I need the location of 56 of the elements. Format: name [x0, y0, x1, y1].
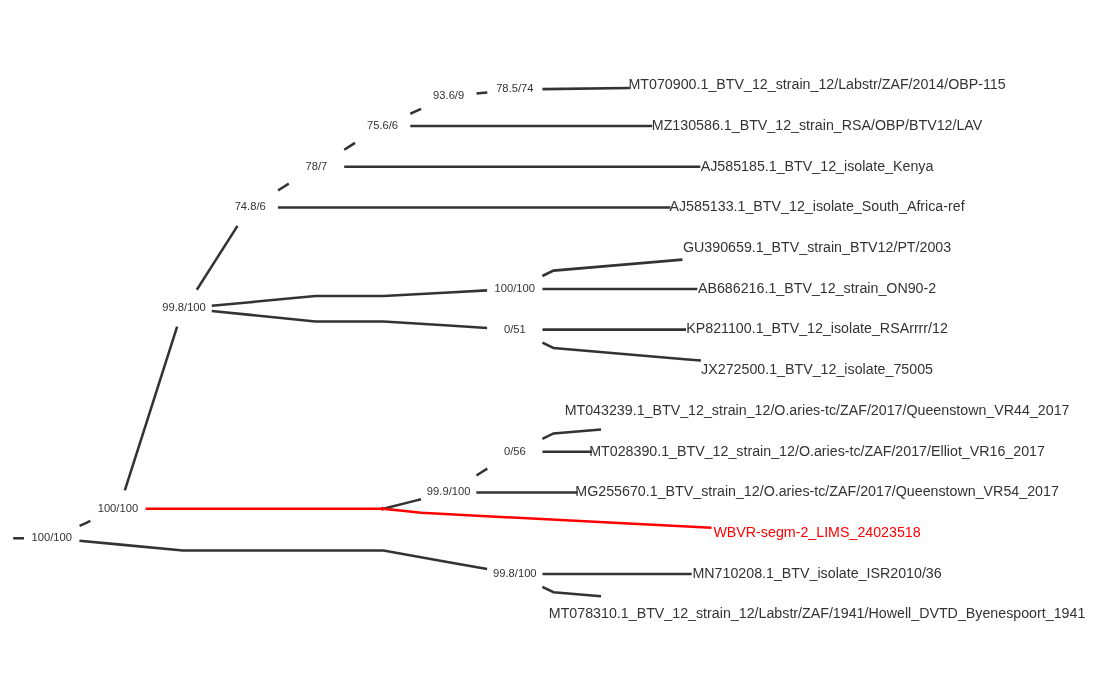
node-text: 100/100 — [494, 281, 536, 294]
node-text: WBVR-segm-2_LIMS_24023518 — [713, 523, 921, 540]
connector — [410, 124, 653, 128]
connector — [383, 498, 422, 510]
node-text: KP821100.1_BTV_12_isolate_RSArrrr/12 — [686, 320, 948, 337]
connector — [541, 341, 701, 362]
node-text: MT028390.1_BTV_12_strain_12/O.aries-tc/ZAF/2017/Elliot_VR16_2017 — [589, 442, 1045, 459]
node-text: 78/7 — [305, 159, 328, 172]
node-text: MN710208.1_BTV_isolate_ISR2010/36 — [692, 564, 942, 581]
node-text: 100/100 — [97, 501, 139, 514]
node-text: MT070900.1_BTV_12_strain_12/Labstr/ZAF/2014/OBP-115 — [628, 76, 1006, 93]
node-text: 78.5/74 — [496, 82, 534, 95]
connector — [195, 225, 239, 291]
connector — [211, 289, 488, 308]
connector — [409, 107, 422, 115]
node-text: MT078310.1_BTV_12_strain_12/Labstr/ZAF/1941/Howell_DVTD_Byenespoort_1941 — [548, 605, 1086, 622]
node-text: GU390659.1_BTV_strain_BTV12/PT/2003 — [682, 238, 952, 255]
connector — [145, 507, 381, 511]
node-text: 99.9/100 — [426, 485, 471, 498]
node-point — [380, 506, 385, 511]
connector — [541, 258, 683, 278]
connector — [542, 450, 593, 454]
connector — [277, 206, 671, 209]
node-text: 99.8/100 — [162, 301, 206, 314]
connector — [541, 428, 602, 440]
connector — [79, 519, 91, 528]
connector — [211, 309, 488, 330]
node-text: MG255670.1_BTV_strain_12/O.aries-tc/ZAF/2017/Queenstown_VR54_2017 — [575, 483, 1059, 500]
node-text: 75.6/6 — [366, 118, 399, 131]
connector — [13, 537, 24, 540]
node-text: 100/100 — [31, 531, 72, 544]
connector — [277, 182, 290, 192]
node-text: 99.8/100 — [493, 566, 537, 579]
node-text: MZ130586.1_BTV_12_strain_RSA/OBP/BTV12/LAV — [651, 116, 983, 133]
connector — [541, 585, 602, 598]
node-text: 0/51 — [503, 322, 526, 335]
connector — [476, 491, 578, 494]
node-text: 74.8/6 — [234, 200, 266, 213]
connector — [384, 507, 712, 530]
connector — [542, 287, 698, 291]
connector — [475, 467, 488, 477]
node-text: 0/56 — [503, 444, 526, 457]
node-text: 93.6/9 — [433, 89, 465, 102]
node-text: AJ585133.1_BTV_12_isolate_South_Africa-ref — [669, 198, 965, 215]
connector — [123, 326, 179, 491]
node-text: AB686216.1_BTV_12_strain_ON90-2 — [697, 279, 937, 296]
connector — [476, 91, 488, 95]
node-text: MT043239.1_BTV_12_strain_12/O.aries-tc/ZAF/2017/Queenstown_VR44_2017 — [564, 401, 1070, 418]
connector — [343, 141, 356, 151]
connector — [542, 86, 630, 91]
node-text: AJ585185.1_BTV_12_isolate_Kenya — [700, 157, 934, 174]
connector — [79, 539, 488, 571]
connector — [542, 572, 692, 576]
connector — [344, 165, 701, 169]
connector — [542, 328, 687, 331]
node-text: JX272500.1_BTV_12_isolate_75005 — [701, 361, 934, 378]
